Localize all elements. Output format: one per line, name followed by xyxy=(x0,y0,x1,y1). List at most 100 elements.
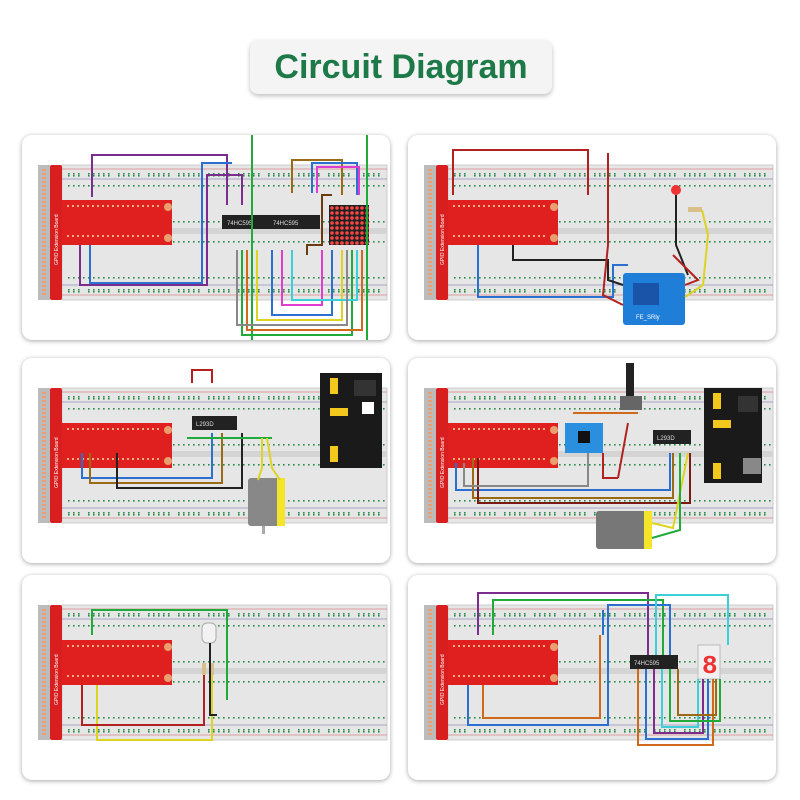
matrix-led xyxy=(355,226,359,230)
seven-segment-digit: 8 xyxy=(702,651,718,681)
chip-74hc595 xyxy=(268,215,320,229)
matrix-led xyxy=(350,236,354,240)
matrix-led xyxy=(335,241,339,245)
chip-label: L293D xyxy=(196,422,214,428)
matrix-led xyxy=(335,236,339,240)
matrix-led xyxy=(360,226,364,230)
matrix-led xyxy=(330,206,334,210)
matrix-led xyxy=(355,216,359,220)
chip-label: L293D xyxy=(657,436,675,442)
matrix-led xyxy=(340,241,344,245)
panel-pot-motor: GPIO Extension Board L293D xyxy=(408,358,776,563)
matrix-led xyxy=(335,206,339,210)
matrix-led xyxy=(335,211,339,215)
matrix-led xyxy=(340,206,344,210)
matrix-led xyxy=(355,236,359,240)
panel-seven-segment: GPIO Extension Board 74HC595 8 xyxy=(408,575,776,780)
matrix-led xyxy=(355,206,359,210)
gpio-extension-board: GPIO Extension Board xyxy=(38,605,172,740)
gpio-extension-board: GPIO Extension Board xyxy=(424,605,558,740)
panel-rgb-led: GPIO Extension Board xyxy=(22,575,390,780)
matrix-led xyxy=(360,231,364,235)
matrix-led xyxy=(340,221,344,225)
gpio-extension-board: GPIO Extension Board xyxy=(424,388,558,523)
chip-74hc595 xyxy=(222,215,274,229)
matrix-led xyxy=(345,206,349,210)
matrix-led xyxy=(340,231,344,235)
panel-led-matrix: GPIO Extension Board 74HC595 74HC595 xyxy=(22,135,390,340)
board-label: GPIO Extension Board xyxy=(54,654,60,705)
circuit-3: GPIO Extension Board L293D xyxy=(38,369,388,534)
matrix-led xyxy=(330,221,334,225)
circuit-4: GPIO Extension Board L293D xyxy=(424,363,774,549)
led-matrix xyxy=(329,205,369,245)
matrix-led xyxy=(340,216,344,220)
matrix-led xyxy=(350,216,354,220)
board-label: GPIO Extension Board xyxy=(440,437,446,488)
matrix-led xyxy=(345,216,349,220)
matrix-led xyxy=(345,226,349,230)
panel-relay: GPIO Extension Board FE_SRly xyxy=(408,135,776,340)
matrix-led xyxy=(350,211,354,215)
matrix-led xyxy=(330,231,334,235)
board-label: GPIO Extension Board xyxy=(440,654,446,705)
matrix-led xyxy=(345,241,349,245)
matrix-led xyxy=(355,231,359,235)
matrix-led xyxy=(330,236,334,240)
matrix-led xyxy=(330,241,334,245)
matrix-led xyxy=(360,211,364,215)
circuit-1: GPIO Extension Board 74HC595 74HC595 xyxy=(38,135,388,340)
matrix-led xyxy=(340,226,344,230)
circuit-2: GPIO Extension Board FE_SRly xyxy=(424,149,774,325)
dc-motor xyxy=(248,478,282,526)
page-title: Circuit Diagram xyxy=(250,40,552,94)
matrix-led xyxy=(340,211,344,215)
matrix-led xyxy=(355,241,359,245)
board-label: GPIO Extension Board xyxy=(54,437,60,488)
matrix-led xyxy=(335,221,339,225)
chip-label: 74HC595 xyxy=(273,221,299,227)
matrix-led xyxy=(330,226,334,230)
matrix-led xyxy=(335,231,339,235)
matrix-led xyxy=(335,216,339,220)
chip-label: 74HC595 xyxy=(634,661,660,667)
board-label: GPIO Extension Board xyxy=(54,214,60,265)
matrix-led xyxy=(330,211,334,215)
module-label: FE_SRly xyxy=(636,315,660,321)
matrix-led xyxy=(345,211,349,215)
matrix-led xyxy=(345,236,349,240)
matrix-led xyxy=(360,241,364,245)
matrix-led xyxy=(350,206,354,210)
chip-l293d xyxy=(192,416,237,430)
dc-motor xyxy=(596,511,646,549)
matrix-led xyxy=(340,236,344,240)
matrix-led xyxy=(345,231,349,235)
matrix-led xyxy=(335,226,339,230)
board-label: GPIO Extension Board xyxy=(440,214,446,265)
matrix-led xyxy=(350,226,354,230)
resistor xyxy=(202,663,206,675)
matrix-led xyxy=(350,221,354,225)
red-led xyxy=(671,185,681,195)
matrix-led xyxy=(360,236,364,240)
matrix-led xyxy=(345,221,349,225)
matrix-led xyxy=(330,216,334,220)
matrix-led xyxy=(350,241,354,245)
resistor xyxy=(688,207,702,212)
circuit-6: GPIO Extension Board 74HC595 8 xyxy=(424,592,774,746)
panel-motor: GPIO Extension Board L293D xyxy=(22,358,390,563)
potentiometer xyxy=(626,363,634,401)
matrix-led xyxy=(355,211,359,215)
chip-l293d xyxy=(653,430,691,444)
matrix-led xyxy=(355,221,359,225)
matrix-led xyxy=(360,216,364,220)
chip-74hc595 xyxy=(630,655,678,669)
gpio-extension-board: GPIO Extension Board xyxy=(424,165,558,300)
chip-label: 74HC595 xyxy=(227,221,253,227)
rgb-led xyxy=(201,622,217,644)
matrix-led xyxy=(360,221,364,225)
resistor xyxy=(210,663,214,675)
gpio-extension-board: GPIO Extension Board xyxy=(38,165,172,300)
matrix-led xyxy=(360,206,364,210)
matrix-led xyxy=(350,231,354,235)
